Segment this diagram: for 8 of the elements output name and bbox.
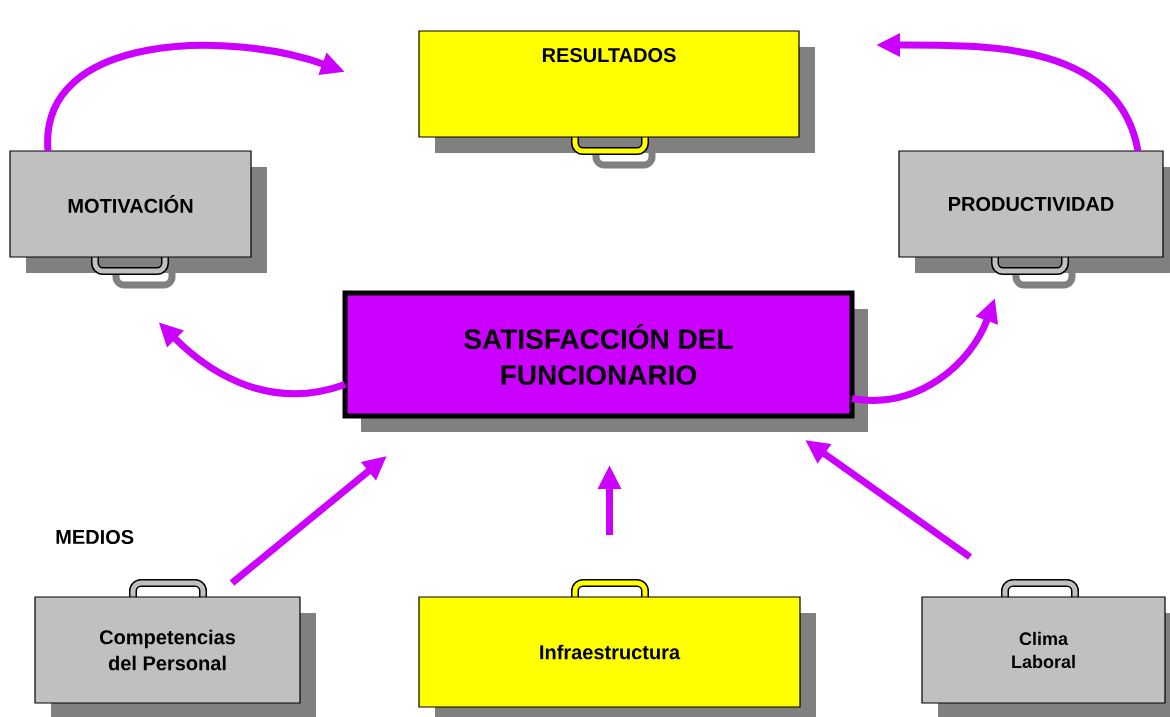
briefcase-box: Infraestructura bbox=[418, 579, 816, 717]
briefcase-box: RESULTADOS bbox=[418, 30, 815, 169]
briefcase-box: PRODUCTIVIDAD bbox=[898, 150, 1170, 289]
briefcase-box: Competencias del Personal bbox=[34, 579, 316, 717]
section-label: MEDIOS bbox=[56, 529, 134, 545]
briefcase-box: Clima Laboral bbox=[921, 579, 1170, 717]
central-box: SATISFACCIÓN DEL FUNCIONARIO bbox=[342, 290, 868, 432]
briefcase-box: MOTIVACIÓN bbox=[9, 150, 267, 289]
